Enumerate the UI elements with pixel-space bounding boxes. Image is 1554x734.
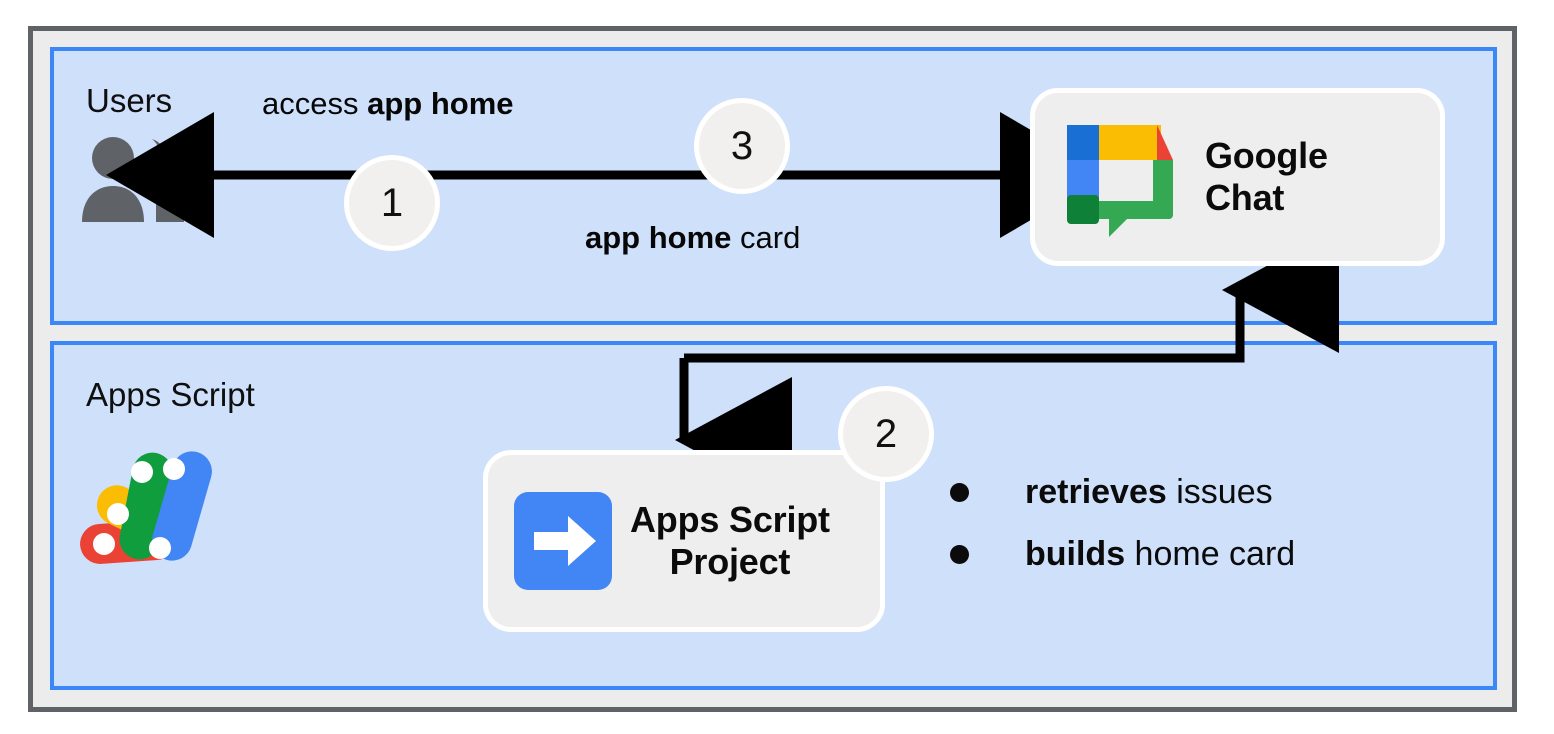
arrow-project-to-chat bbox=[684, 227, 1339, 363]
step-badge-3: 3 bbox=[694, 98, 790, 194]
edge-label-card-plain: card bbox=[731, 220, 801, 255]
list-item-text: builds home card bbox=[1025, 535, 1295, 574]
google-chat-logo bbox=[1067, 125, 1173, 237]
apps-script-logo bbox=[80, 451, 212, 564]
card-google-chat-title: Google Chat bbox=[1205, 135, 1328, 218]
step-badge-2: 2 bbox=[838, 386, 934, 482]
apps-script-project-icon bbox=[514, 492, 612, 590]
list-item: retrieves issues bbox=[950, 466, 1420, 518]
bullet-dot-icon bbox=[950, 544, 969, 564]
list-item-bold: retrieves bbox=[1025, 472, 1167, 511]
edge-label-access-bold: app home bbox=[367, 86, 514, 121]
list-item-bold: builds bbox=[1025, 534, 1126, 573]
step-badge-1: 1 bbox=[344, 155, 440, 251]
zone-label-apps-script: Apps Script bbox=[86, 376, 255, 413]
edge-label-access: access app home bbox=[262, 86, 514, 122]
card-apps-script-project-title: Apps Script Project bbox=[630, 499, 830, 582]
edge-label-app-home-card: app home card bbox=[585, 220, 800, 256]
list-item-plain: issues bbox=[1166, 472, 1273, 511]
edge-label-access-plain: access bbox=[262, 86, 368, 121]
list-item-text: retrieves issues bbox=[1025, 473, 1273, 512]
apps-script-actions-list: retrieves issues builds home card bbox=[950, 466, 1420, 590]
list-item-plain: home card bbox=[1125, 534, 1296, 573]
card-apps-script-project[interactable]: Apps Script Project bbox=[483, 450, 885, 632]
list-item: builds home card bbox=[950, 528, 1420, 580]
bullet-dot-icon bbox=[950, 482, 969, 502]
card-google-chat[interactable]: Google Chat bbox=[1030, 88, 1445, 266]
edge-label-card-bold: app home bbox=[585, 220, 732, 255]
